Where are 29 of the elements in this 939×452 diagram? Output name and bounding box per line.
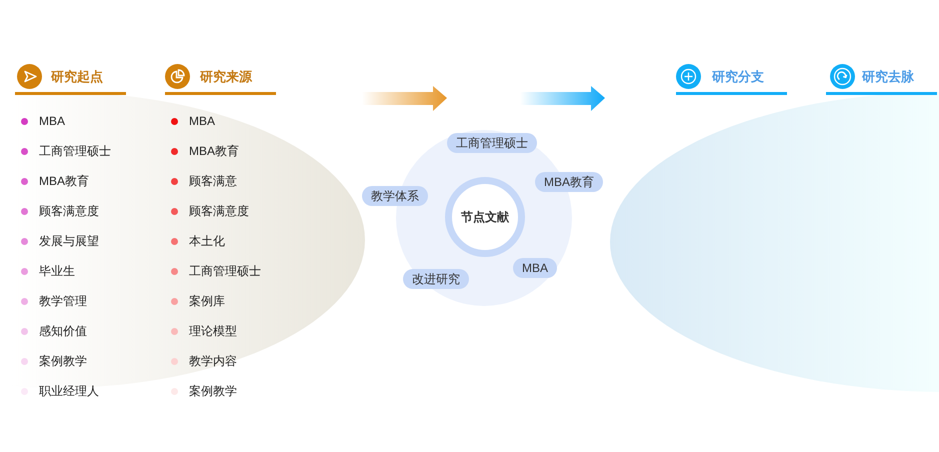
keyword-pill: 教学体系 [362, 186, 428, 206]
keyword-pill: MBA教育 [535, 172, 604, 192]
keyword-label: 发展与展望 [39, 234, 99, 248]
keyword-pill: MBA [513, 258, 558, 278]
keyword-label: 案例教学 [39, 354, 87, 368]
keyword-label: 顾客满意度 [39, 204, 99, 218]
keyword-pill: 改进研究 [403, 269, 469, 289]
keyword-label: 工商管理硕士 [39, 144, 111, 158]
keyword-label: 教学管理 [39, 294, 87, 308]
keyword-label: 职业经理人 [39, 384, 99, 398]
keyword-label: MBA [39, 114, 66, 128]
keyword-pill: 工商管理硕士 [447, 133, 537, 153]
section-heading: 研究分支 [712, 69, 764, 85]
keyword-label: 顾客满意度 [189, 204, 249, 218]
keyword-label: 顾客满意 [189, 174, 237, 188]
keyword-label: MBA [189, 114, 216, 128]
keyword-label: MBA教育 [39, 174, 90, 188]
keyword-label: 本土化 [189, 234, 225, 248]
keyword-label: 理论模型 [189, 324, 237, 338]
keyword-label: 教学内容 [189, 354, 237, 368]
keyword-label: MBA教育 [189, 144, 240, 158]
keyword-label: 工商管理硕士 [189, 264, 261, 278]
keyword-label: 感知价值 [39, 324, 87, 338]
keyword-label: 毕业生 [39, 264, 75, 278]
keyword-label: 案例库 [189, 294, 225, 308]
keyword-label: 案例教学 [189, 384, 237, 398]
section-heading: 研究去脉 [862, 69, 914, 85]
section-heading: 研究来源 [200, 69, 252, 85]
section-heading: 研究起点 [51, 69, 103, 85]
